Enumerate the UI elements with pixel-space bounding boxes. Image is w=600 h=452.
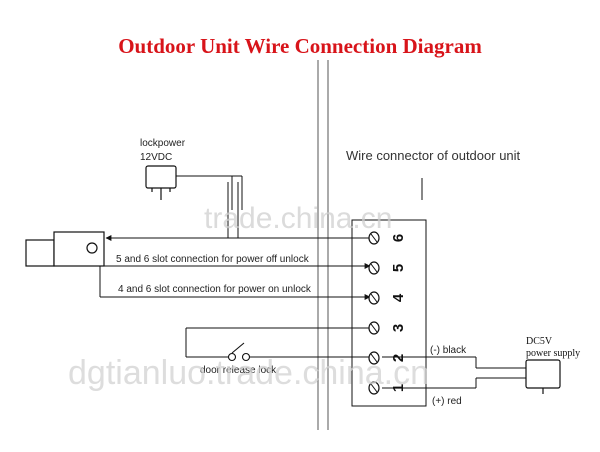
door-release-label: door release lock [200, 365, 277, 376]
power-supply-label: power supply [526, 348, 580, 359]
slot-screw-slit-2 [370, 353, 378, 363]
slot-screw-slit-4 [370, 293, 378, 303]
slot-number-3: 3 [390, 324, 407, 332]
slot-number-4: 4 [390, 293, 407, 302]
lock-power-voltage: 12VDC [140, 152, 172, 163]
slot-screw-slit-3 [370, 323, 378, 333]
watermark-top: trade.china.cn [204, 202, 392, 235]
diagram-title: Outdoor Unit Wire Connection Diagram [118, 34, 482, 58]
negative-black-label: (-) black [430, 345, 467, 356]
power-off-unlock-note: 5 and 6 slot connection for power off un… [116, 254, 310, 265]
lock-power-adapter [145, 165, 177, 200]
slot-number-5: 5 [390, 264, 407, 272]
door-release-switch [227, 342, 251, 362]
positive-red-label: (+) red [432, 396, 462, 407]
electric-lock [25, 231, 105, 267]
slot-number-6: 6 [390, 234, 407, 242]
wall-divider [317, 60, 329, 430]
lock-power-wires [176, 175, 243, 238]
power-on-unlock-note: 4 and 6 slot connection for power on unl… [118, 284, 312, 295]
slot-number-2: 2 [390, 354, 407, 362]
connector-title: Wire connector of outdoor unit [346, 148, 521, 163]
power-supply-wires [382, 356, 526, 389]
watermark-bottom: dgtianluo.trade.china.cn [68, 354, 429, 392]
connection-wires [99, 235, 371, 358]
lock-power-label: lockpower [140, 138, 186, 149]
slot-screw-slit-6 [370, 233, 378, 243]
slot-screw-slit-1 [370, 383, 378, 393]
slot-screw-slit-5 [370, 263, 378, 273]
power-supply-unit [525, 359, 561, 394]
power-supply-voltage: DC5V [526, 336, 553, 347]
